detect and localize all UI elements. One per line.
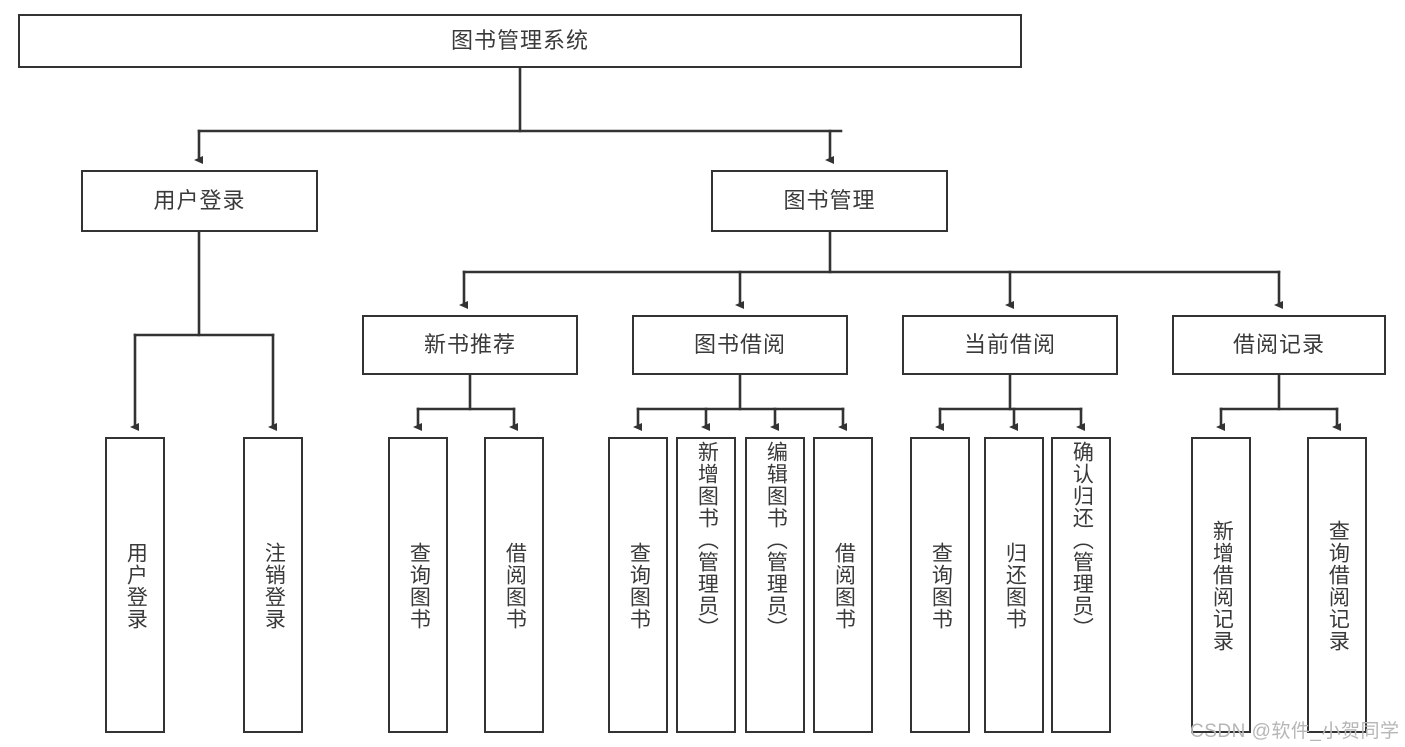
node-user-login[interactable]: 用户登录 <box>81 170 318 232</box>
leaf-edit-book-admin-label: 编辑图书（管理员） <box>764 441 788 639</box>
leaf-logout[interactable]: 注销登录 <box>243 437 303 733</box>
leaf-add-book-admin[interactable]: 新增图书（管理员） <box>676 437 736 733</box>
node-book-borrow[interactable]: 图书借阅 <box>632 315 848 375</box>
leaf-confirm-return-admin-label: 确认归还（管理员） <box>1070 441 1094 639</box>
leaf-return-book-label: 归还图书 <box>1003 542 1027 630</box>
leaf-query-book-current[interactable]: 查询图书 <box>910 437 970 733</box>
leaf-query-book-newbook[interactable]: 查询图书 <box>388 437 448 733</box>
node-user-login-label: 用户登录 <box>153 187 246 213</box>
leaf-return-book[interactable]: 归还图书 <box>984 437 1044 733</box>
leaf-query-book-borrow-label: 查询图书 <box>627 542 651 630</box>
leaf-confirm-return-admin[interactable]: 确认归还（管理员） <box>1051 437 1111 733</box>
leaf-lend-book[interactable]: 借阅图书 <box>813 437 873 733</box>
leaf-user-login[interactable]: 用户登录 <box>105 437 165 733</box>
leaf-user-login-label: 用户登录 <box>124 542 148 630</box>
leaf-borrow-book-newbook-label: 借阅图书 <box>503 542 527 630</box>
node-root-label: 图书管理系统 <box>450 27 589 53</box>
node-current-borrow[interactable]: 当前借阅 <box>902 315 1118 375</box>
node-book-management-label: 图书管理 <box>783 187 876 213</box>
csdn-watermark: CSDN @软件_小贺同学 <box>1190 721 1400 742</box>
leaf-add-book-admin-label: 新增图书（管理员） <box>695 441 719 639</box>
node-root[interactable]: 图书管理系统 <box>18 14 1022 68</box>
leaf-query-borrow-record-label: 查询借阅记录 <box>1326 520 1350 652</box>
leaf-query-book-newbook-label: 查询图书 <box>407 542 431 630</box>
leaf-logout-label: 注销登录 <box>262 542 286 630</box>
node-borrow-records[interactable]: 借阅记录 <box>1172 315 1386 375</box>
node-borrow-records-label: 借阅记录 <box>1232 331 1325 357</box>
leaf-lend-book-label: 借阅图书 <box>832 542 856 630</box>
leaf-add-borrow-record[interactable]: 新增借阅记录 <box>1191 437 1251 733</box>
node-book-borrow-label: 图书借阅 <box>693 331 786 357</box>
leaf-query-book-borrow[interactable]: 查询图书 <box>608 437 668 733</box>
leaf-query-borrow-record[interactable]: 查询借阅记录 <box>1307 437 1367 733</box>
node-book-management[interactable]: 图书管理 <box>711 170 948 232</box>
node-new-book-recommend[interactable]: 新书推荐 <box>362 315 578 375</box>
leaf-add-borrow-record-label: 新增借阅记录 <box>1210 520 1234 652</box>
node-current-borrow-label: 当前借阅 <box>963 331 1056 357</box>
leaf-query-book-current-label: 查询图书 <box>929 542 953 630</box>
node-new-book-recommend-label: 新书推荐 <box>423 331 516 357</box>
leaf-edit-book-admin[interactable]: 编辑图书（管理员） <box>745 437 805 733</box>
leaf-borrow-book-newbook[interactable]: 借阅图书 <box>484 437 544 733</box>
